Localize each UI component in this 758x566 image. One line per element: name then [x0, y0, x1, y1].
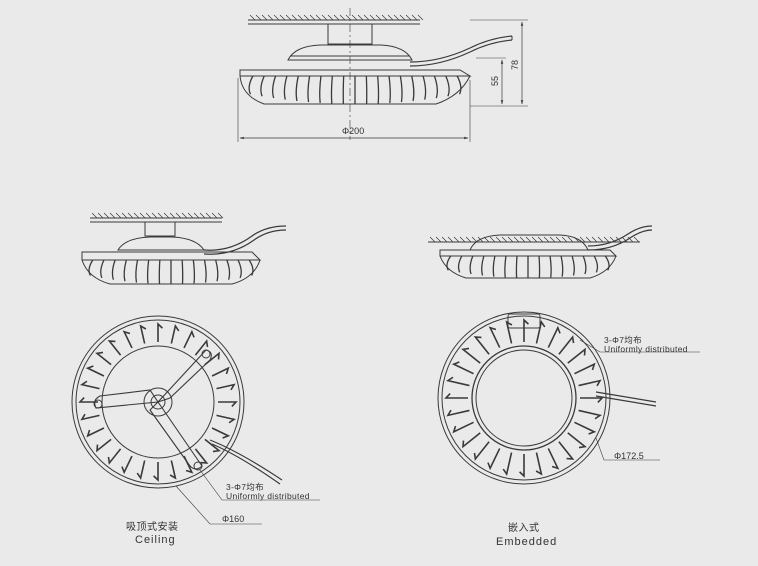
ceiling-hatch-right	[429, 236, 640, 243]
holes-note-en-left: Uniformly distributed	[226, 491, 310, 501]
outer-ring	[71, 315, 245, 489]
ceiling-hatch	[249, 14, 424, 21]
side-view-dimensioned	[237, 8, 528, 142]
bracket-arm-1	[94, 389, 159, 409]
holes-note-en-right: Uniformly distributed	[604, 344, 688, 354]
caption-ceiling-cn: 吸顶式安装	[126, 520, 179, 533]
leader-diameter-right	[595, 437, 660, 461]
dim-diameter-ceiling: Φ160	[222, 514, 244, 524]
driver-dome	[287, 44, 413, 61]
center-hub	[143, 387, 173, 417]
leader-diameter-left	[175, 485, 262, 525]
dim-diameter-overall: Φ200	[342, 126, 364, 136]
power-cable	[409, 35, 513, 63]
ceiling-plate	[248, 14, 424, 25]
holes-note-cn-right: 3-Φ7均布	[604, 335, 642, 345]
caption-ceiling-en: Ceiling	[135, 534, 176, 546]
plan-view-embedded	[437, 311, 700, 485]
mount-hole-1	[93, 399, 103, 409]
bracket-arm-3	[149, 401, 203, 470]
mount-hole-2	[201, 349, 211, 359]
spring-clip-top	[507, 313, 541, 329]
caption-embedded-en: Embedded	[496, 536, 557, 548]
heatsink-body	[239, 75, 471, 105]
radial-fins-left	[78, 322, 238, 482]
dim-diameter-embedded: Φ172.5	[614, 451, 644, 461]
heatsink-fins-right	[446, 255, 610, 278]
leader-holes-right	[579, 339, 700, 353]
holes-note-cn-left: 3-Φ7均布	[226, 482, 264, 492]
side-view-embedded	[428, 225, 653, 279]
heatsink-fins	[248, 75, 462, 104]
power-cable-plan-right	[595, 391, 657, 403]
heatsink-rim	[239, 69, 472, 77]
ceiling-hatch-left	[91, 212, 224, 219]
plan-view-ceiling	[71, 315, 320, 525]
dim-body-height: 55	[490, 76, 500, 86]
caption-embedded-cn: 嵌入式	[508, 521, 540, 534]
bracket-arm-2	[157, 349, 212, 403]
side-view-ceiling	[81, 212, 287, 285]
heatsink-fins-left	[88, 259, 254, 284]
inner-opening	[471, 345, 577, 451]
mount-hole-3	[193, 461, 203, 471]
radial-fins-right	[444, 318, 604, 478]
dim-total-height: 78	[510, 60, 520, 70]
leader-holes-left	[199, 469, 320, 501]
power-cable-plan-left	[209, 439, 283, 481]
